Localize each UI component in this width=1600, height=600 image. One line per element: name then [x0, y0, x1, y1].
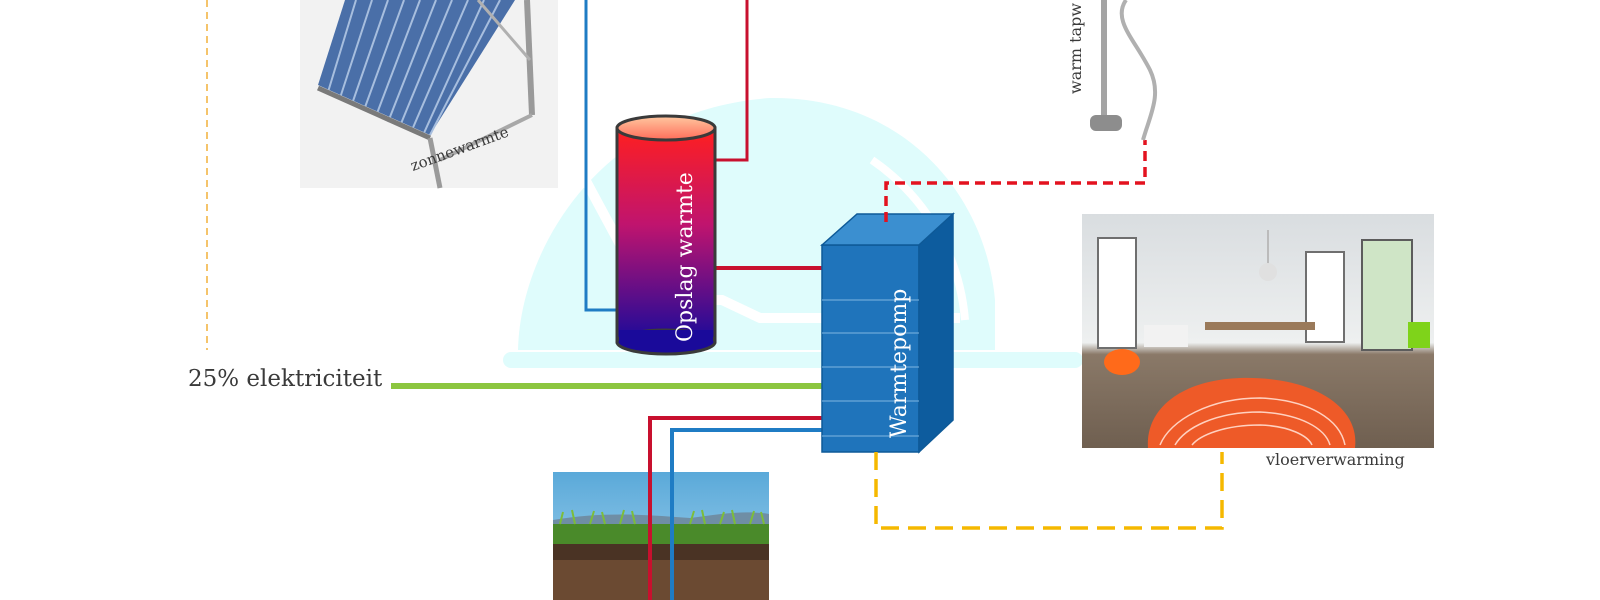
cold-pipe-tank [584, 0, 617, 312]
floor-heating-room-image [1082, 214, 1434, 448]
ground-soil-image [553, 472, 769, 600]
heat-pump-label: Warmtepomp [887, 288, 912, 438]
shower-head-image [1090, 0, 1158, 141]
solar-collector-image [300, 0, 558, 189]
storage-tank [615, 114, 717, 356]
heat-pump-unit [820, 212, 955, 454]
floor-heating-loop [874, 452, 1224, 530]
storage-label: Opslag warmte [673, 172, 698, 342]
hot-pipe-solar [716, 0, 749, 162]
house-silhouette [503, 97, 1083, 368]
hot-water-dashed-line [884, 140, 1147, 222]
floor-heating-label: vloerverwarming [1266, 450, 1405, 469]
electricity-label: 25% elektriciteit [188, 366, 383, 392]
hot-tap-water-label: warm tapw [1066, 2, 1085, 94]
